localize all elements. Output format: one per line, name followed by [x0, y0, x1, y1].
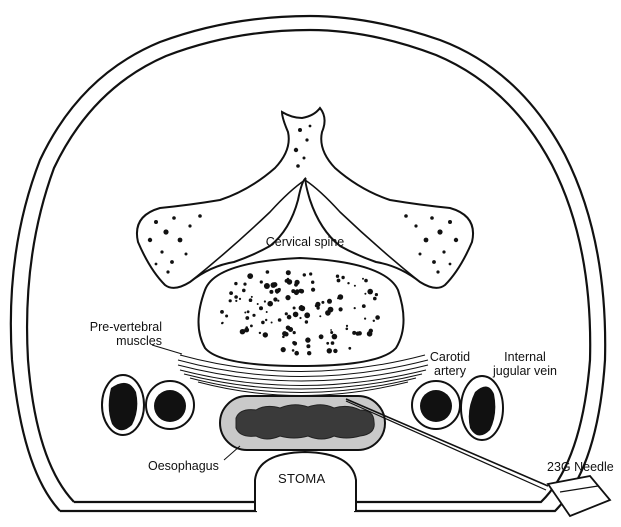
vertebral-body [199, 258, 404, 366]
label-23g-needle: 23G Needle [547, 460, 614, 474]
label-stoma: STOMA [278, 472, 326, 486]
right-internal-jugular-vein [461, 376, 503, 440]
label-ijv-line2: jugular vein [482, 364, 568, 378]
label-carotid-line2: artery [420, 364, 480, 378]
label-pre-vertebral-line1: Pre-vertebral [40, 320, 162, 334]
label-carotid-line1: Carotid [420, 350, 480, 364]
label-pre-vertebral-muscles: Pre-vertebral muscles [40, 320, 162, 348]
label-ijv-line1: Internal [482, 350, 568, 364]
oesophagus [220, 396, 385, 450]
label-carotid-artery: Carotid artery [420, 350, 480, 378]
left-carotid-artery [146, 381, 194, 429]
label-oesophagus: Oesophagus [148, 459, 219, 473]
oesophagus-leader [224, 446, 240, 460]
label-pre-vertebral-line2: muscles [40, 334, 162, 348]
right-carotid-artery [412, 381, 460, 429]
label-internal-jugular-vein: Internal jugular vein [482, 350, 568, 378]
left-internal-jugular-vein [102, 375, 144, 435]
label-cervical-spine: Cervical spine [235, 235, 375, 249]
oesophagus-lumen [236, 405, 374, 439]
